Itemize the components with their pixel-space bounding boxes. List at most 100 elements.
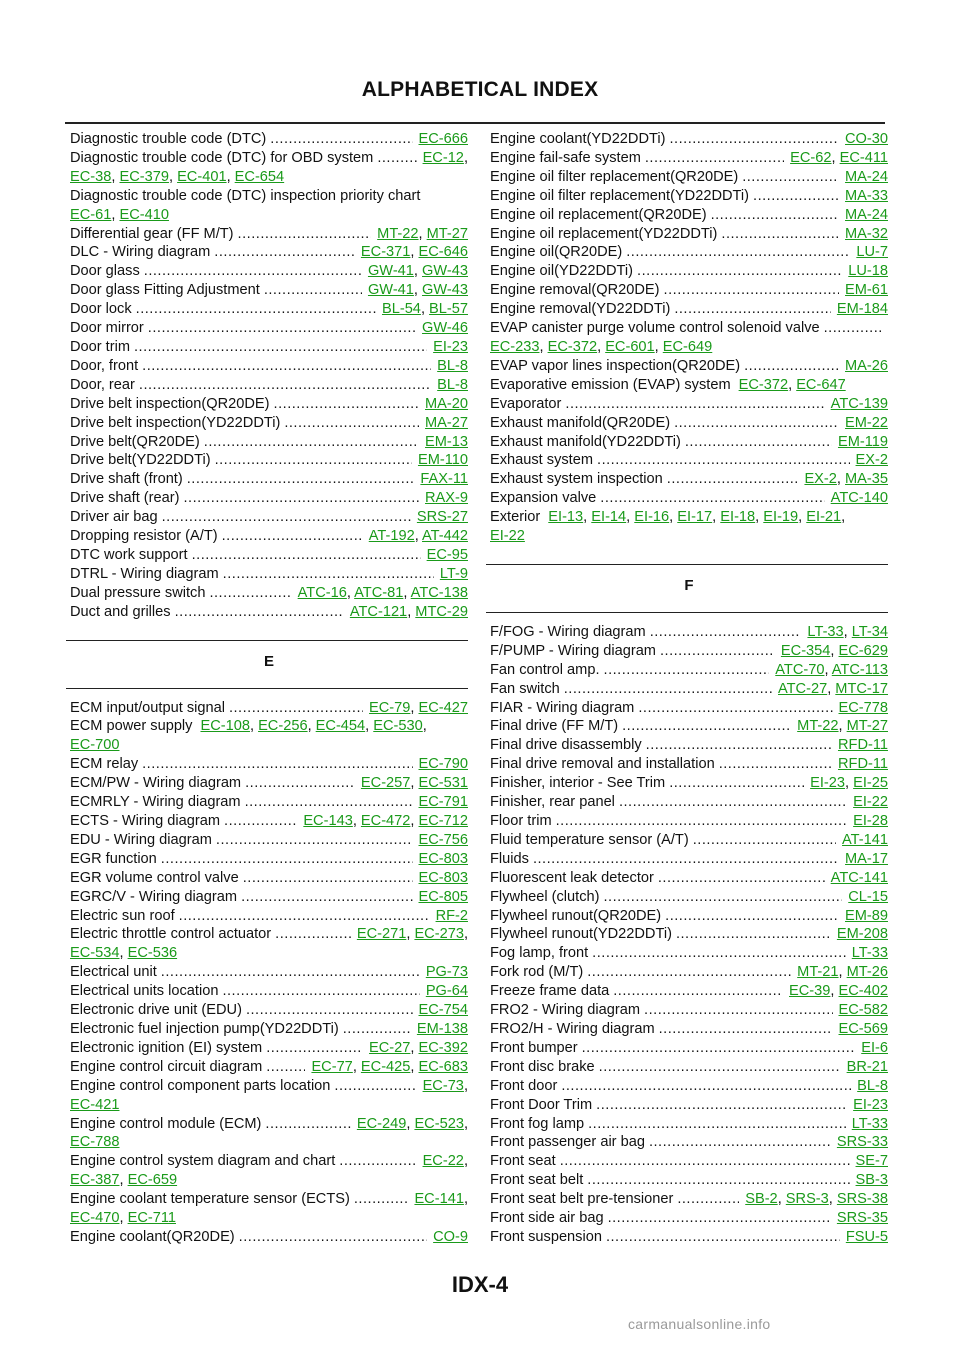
page-reference-link[interactable]: SB-2 [745,1191,778,1208]
page-reference-link[interactable]: ATC-138 [410,584,468,601]
page-reference-link[interactable]: SE-7 [855,1153,888,1170]
page-reference-link[interactable]: ATC-27 [777,680,828,697]
page-reference-link[interactable]: MA-24 [845,206,888,223]
page-reference-link[interactable]: ATC-121 [349,603,408,620]
page-reference-link[interactable]: ATC-141 [830,869,888,886]
page-reference-link[interactable]: AT-192 [368,528,415,545]
page-reference-link[interactable]: ATC-139 [830,395,888,412]
page-reference-link[interactable]: EC-233 [490,338,540,355]
page-reference-link[interactable]: EM-22 [845,414,888,431]
page-reference-link[interactable]: EC-256 [258,718,308,735]
page-reference-link[interactable]: GW-41 [367,282,414,299]
page-reference-link[interactable]: EM-208 [836,926,888,943]
page-reference-link[interactable]: EC-582 [838,1002,888,1019]
page-reference-link[interactable]: PG-73 [425,964,468,981]
page-reference-link[interactable]: MTC-17 [835,680,888,697]
page-reference-link[interactable]: EI-16 [634,509,670,526]
page-reference-link[interactable]: EC-410 [119,206,169,223]
page-reference-link[interactable]: PG-64 [425,983,468,1000]
page-reference-link[interactable]: MA-35 [845,471,888,488]
page-reference-link[interactable]: SRS-3 [785,1191,829,1208]
page-reference-link[interactable]: EC-421 [70,1096,120,1113]
page-reference-link[interactable]: MA-26 [845,357,888,374]
page-reference-link[interactable]: GW-43 [422,263,468,280]
page-reference-link[interactable]: EC-271 [356,926,407,943]
page-reference-link[interactable]: EC-756 [418,831,468,848]
page-reference-link[interactable]: EC-143 [303,813,353,829]
page-reference-link[interactable]: EX-2 [804,471,837,488]
page-reference-link[interactable]: FAX-11 [420,471,468,488]
page-reference-link[interactable]: EC-411 [839,149,888,166]
page-reference-link[interactable]: EC-805 [418,888,468,905]
page-reference-link[interactable]: BL-54 [381,301,421,318]
page-reference-link[interactable]: RFD-11 [837,737,888,754]
page-reference-link[interactable]: EC-27 [369,1039,411,1056]
page-reference-link[interactable]: EC-372 [738,376,789,393]
page-reference-link[interactable]: EC-646 [418,244,468,261]
page-reference-link[interactable]: EC-387 [70,1172,120,1189]
page-reference-link[interactable]: CO-9 [433,1228,468,1245]
page-reference-link[interactable]: EI-25 [853,775,888,792]
page-reference-link[interactable]: EC-569 [838,1020,888,1037]
page-reference-link[interactable]: EC-62 [790,149,832,166]
page-reference-link[interactable]: EM-13 [425,433,468,450]
page-reference-link[interactable]: EI-17 [677,509,713,526]
page-reference-link[interactable]: EI-21 [806,509,842,526]
page-reference-link[interactable]: BL-8 [857,1077,888,1094]
page-reference-link[interactable]: LT-33 [807,623,844,640]
page-reference-link[interactable]: LT-34 [851,623,888,640]
page-reference-link[interactable]: EC-803 [418,869,468,886]
page-reference-link[interactable]: EC-629 [838,642,888,659]
page-reference-link[interactable]: MA-24 [845,168,888,185]
page-reference-link[interactable]: EC-77 [311,1058,353,1075]
page-reference-link[interactable]: EM-138 [416,1020,468,1037]
page-reference-link[interactable]: SRS-38 [836,1191,888,1208]
page-reference-link[interactable]: EM-61 [845,282,888,299]
page-reference-link[interactable]: EC-371 [360,244,411,261]
page-reference-link[interactable]: EI-19 [763,509,799,526]
page-reference-link[interactable]: GW-46 [422,320,468,337]
page-reference-link[interactable]: EC-700 [70,737,120,754]
page-reference-link[interactable]: AT-442 [422,528,468,545]
page-reference-link[interactable]: BL-57 [429,301,468,318]
page-reference-link[interactable]: GW-41 [367,263,414,280]
page-reference-link[interactable]: EC-659 [127,1172,178,1189]
page-reference-link[interactable]: EC-523 [414,1115,464,1132]
page-reference-link[interactable]: ATC-16 [297,584,347,601]
page-reference-link[interactable]: EC-79 [369,699,411,716]
page-reference-link[interactable]: EM-119 [837,433,888,450]
page-reference-link[interactable]: EC-22 [422,1153,464,1170]
page-reference-link[interactable]: EC-392 [418,1039,468,1056]
page-reference-link[interactable]: MA-17 [845,850,888,867]
page-reference-link[interactable]: LU-18 [848,263,888,280]
page-reference-link[interactable]: EX-2 [855,452,888,469]
page-reference-link[interactable]: GW-43 [422,282,468,299]
page-reference-link[interactable]: AT-141 [842,831,888,848]
page-reference-link[interactable]: EC-12 [422,149,464,166]
page-reference-link[interactable]: EC-454 [315,718,366,735]
page-reference-link[interactable]: EC-778 [838,699,888,716]
page-reference-link[interactable]: LT-33 [851,945,888,962]
page-reference-link[interactable]: EC-536 [127,945,178,962]
page-reference-link[interactable]: EC-531 [418,775,468,792]
page-reference-link[interactable]: EC-354 [780,642,831,659]
page-reference-link[interactable]: MT-27 [426,225,468,242]
page-reference-link[interactable]: EC-401 [177,168,227,185]
page-reference-link[interactable]: EC-683 [418,1058,468,1075]
page-reference-link[interactable]: MT-22 [377,225,419,242]
page-reference-link[interactable]: EI-13 [548,509,584,526]
page-reference-link[interactable]: EC-425 [360,1058,411,1075]
page-reference-link[interactable]: SRS-27 [416,509,468,526]
page-reference-link[interactable]: SRS-35 [836,1210,888,1227]
page-reference-link[interactable]: EC-649 [662,338,713,355]
page-reference-link[interactable]: EC-379 [119,168,169,185]
page-reference-link[interactable]: ATC-81 [354,584,404,601]
page-reference-link[interactable]: LT-33 [851,1115,888,1132]
page-reference-link[interactable]: EI-14 [591,509,627,526]
page-reference-link[interactable]: EC-372 [547,338,598,355]
page-reference-link[interactable]: RF-2 [435,907,468,924]
page-reference-link[interactable]: BL-8 [437,376,468,393]
page-reference-link[interactable]: LU-7 [856,244,888,261]
page-reference-link[interactable]: MTC-29 [415,603,468,620]
page-reference-link[interactable]: EC-790 [418,756,468,773]
